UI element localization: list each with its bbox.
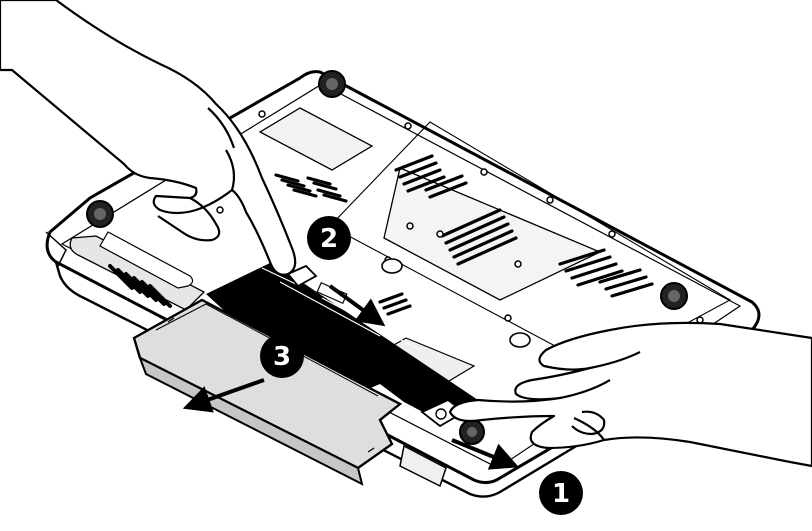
memory-cover [383, 167, 602, 301]
service-panels [69, 107, 732, 385]
side-port [399, 444, 447, 488]
arrow-slide-latch-1 [451, 438, 519, 470]
latch-2 [286, 264, 348, 305]
step-number: 1 [552, 479, 570, 509]
right-hand [448, 321, 812, 468]
arrow-slide-latch-2 [328, 284, 386, 327]
battery-bay [206, 262, 478, 420]
rubber-feet [86, 70, 688, 445]
left-hand [0, 0, 297, 276]
vent-slots [274, 154, 654, 316]
step-number: 3 [273, 342, 291, 372]
small-panel [258, 107, 374, 171]
latch-buttons [381, 258, 531, 348]
step-badge-3: 3 [260, 334, 304, 378]
arrow-remove-battery [182, 378, 265, 413]
step-badge-1: 1 [539, 471, 583, 515]
vent-panel-left [69, 235, 206, 311]
step-badge-2: 2 [307, 216, 351, 260]
step-number: 2 [320, 224, 338, 254]
fan-grille [108, 264, 172, 308]
